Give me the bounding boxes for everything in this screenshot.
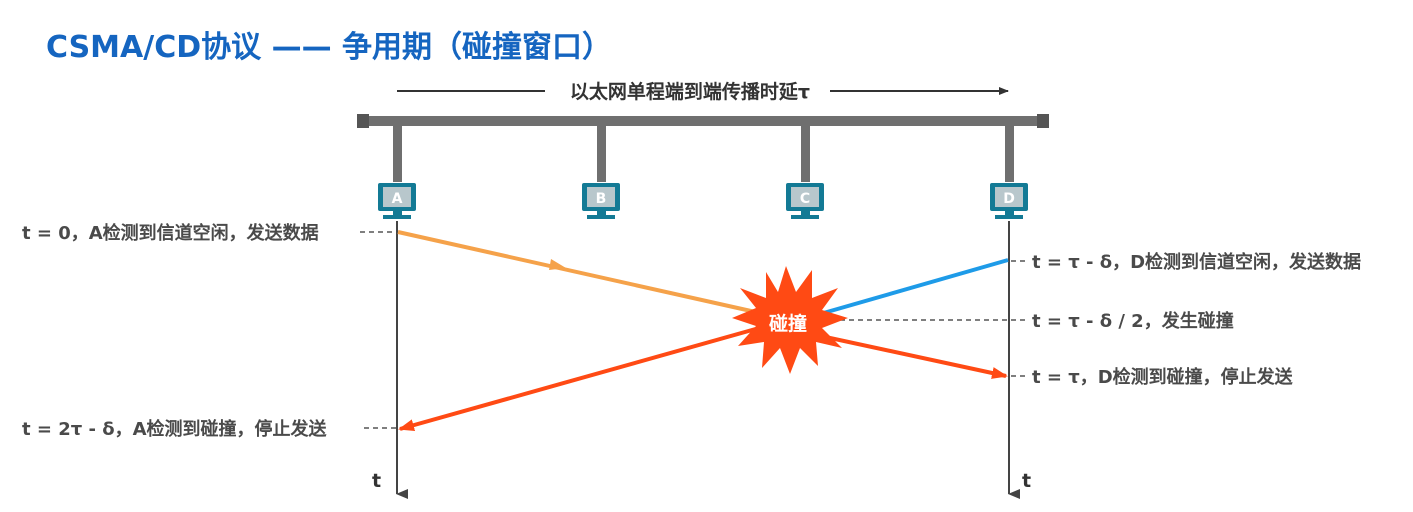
station-c-label: C (800, 191, 810, 207)
collision-burst: 碰撞 (732, 266, 848, 374)
propagation-delay-label: 以太网单程端到端传播时延τ (570, 80, 810, 103)
collision-burst-icon (732, 266, 848, 374)
bus-bar (357, 116, 1049, 126)
station-a: A (378, 183, 416, 219)
event-collide: t = τ - δ / 2，发生碰撞 (1032, 310, 1234, 332)
time-axis-d-label: t (1022, 470, 1031, 492)
collision-signal-to-a (398, 323, 771, 431)
station-c: C (786, 183, 824, 219)
event-d-detect: t = τ，D检测到碰撞，停止发送 (1032, 366, 1294, 388)
time-axis-a-label: t (372, 470, 381, 492)
signal-d (819, 258, 1009, 316)
station-b-label: B (596, 191, 607, 207)
event-a-send: t = 0，A检测到信道空闲，发送数据 (22, 222, 319, 244)
signal-a (397, 230, 761, 315)
collision-label: 碰撞 (769, 312, 807, 335)
page-title: CSMA/CD协议 —— 争用期（碰撞窗口） (46, 30, 613, 65)
event-d-send: t = τ - δ，D检测到信道空闲，发送数据 (1032, 251, 1361, 273)
station-a-label: A (392, 191, 403, 207)
drop-line-a (393, 126, 402, 182)
station-d-label: D (1003, 191, 1015, 207)
propagation-delay-indicator: 以太网单程端到端传播时延τ (397, 80, 1009, 103)
ethernet-bus (357, 114, 1049, 182)
station-d: D (990, 183, 1028, 219)
drop-line-b (597, 126, 606, 182)
event-a-detect: t = 2τ - δ，A检测到碰撞，停止发送 (22, 418, 328, 440)
station-b: B (582, 183, 620, 219)
bus-terminator-right (1037, 114, 1049, 128)
bus-terminator-left (357, 114, 369, 128)
drop-line-d (1005, 126, 1014, 182)
drop-line-c (801, 126, 810, 182)
signal-a-arrowhead (549, 259, 566, 270)
